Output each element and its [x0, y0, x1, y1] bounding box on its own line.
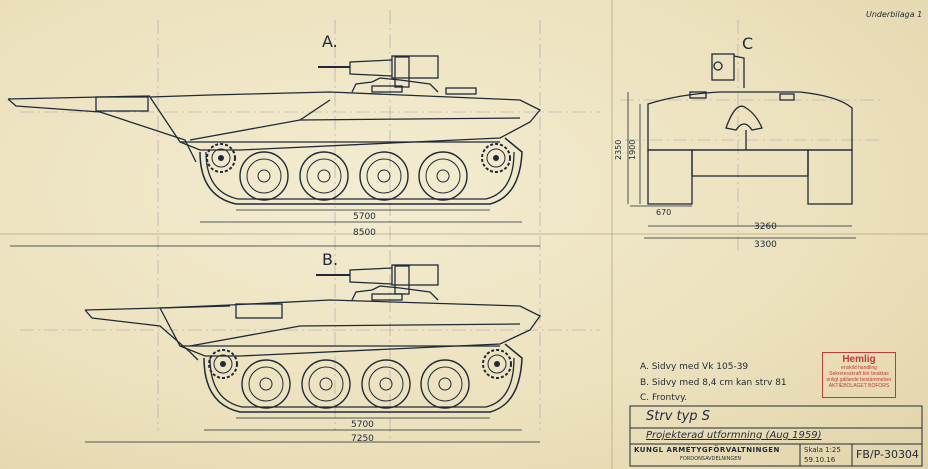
construction-lines [20, 10, 880, 440]
stamp-title: Hemlig [842, 354, 876, 365]
stamp-line: Sekretesskraft bör beaktas [829, 371, 889, 377]
view-b-side [84, 264, 541, 413]
title-block-frame [629, 405, 923, 467]
view-a-side [7, 55, 542, 205]
department: FORDONSAVDELNINGEN [680, 456, 742, 462]
drawing-number: FB/P-30304 [856, 448, 919, 461]
organization: KUNGL ARMÉTYGFÖRVALTNINGEN [634, 446, 780, 454]
dim-c-width-inner: 3260 [754, 222, 777, 232]
stamp-line: enligt gällande bestämmelser [826, 377, 892, 383]
corner-label: Underbilaga 1 [866, 10, 923, 19]
dim-c-track: 670 [656, 208, 672, 217]
view-a-label: A. [322, 32, 338, 51]
view-c-front [647, 53, 853, 205]
dim-b-inner: 5700 [351, 420, 374, 430]
drawing-date: 59.10.16 [804, 456, 836, 464]
dim-a-inner: 5700 [353, 212, 376, 222]
drawing-subtitle: Projekterad utformning (Aug 1959) [646, 430, 822, 441]
view-b-road-wheels [208, 349, 512, 409]
view-b-label: B. [322, 250, 339, 269]
stamp-line: AKTIEBOLAGET BOFORS [828, 383, 890, 389]
dim-c-height-1: 2350 [614, 139, 623, 160]
drawing-title: Strv typ S [646, 409, 710, 424]
scale: Skala 1:25 [804, 446, 841, 454]
legend-item-c: C. Frontvy. [640, 393, 687, 403]
dim-b-overall: 7250 [351, 434, 374, 444]
view-a-road-wheels [206, 143, 511, 201]
dim-c-width-overall: 3300 [754, 240, 777, 250]
stamp-line: enskild handling [841, 365, 877, 371]
dim-a-overall: 8500 [353, 228, 376, 238]
dim-c-height-2: 1900 [628, 139, 637, 160]
secret-stamp: Hemlig enskild handling Sekretesskraft b… [822, 352, 896, 398]
dimension-lines [10, 92, 856, 443]
legend-item-b: B. Sidvy med 8,4 cm kan strv 81 [640, 378, 787, 388]
view-c-label: C [742, 34, 754, 53]
legend-item-a: A. Sidvy med Vk 105-39 [640, 362, 749, 372]
